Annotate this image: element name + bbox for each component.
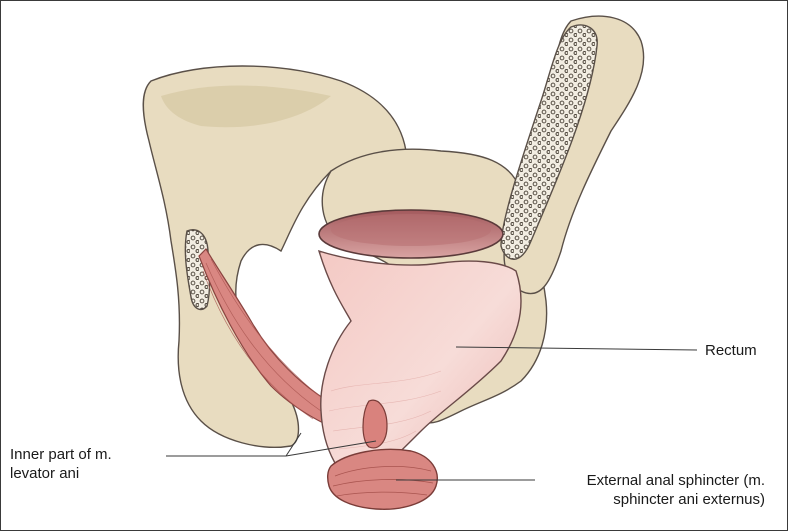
- levator-ani-label-line-2: levator ani: [10, 464, 180, 483]
- sphincter-label-line-2: sphincter ani externus): [515, 490, 765, 509]
- levator-ani-label-line-1: Inner part of m.: [10, 445, 180, 464]
- rectum-label: Rectum: [705, 341, 757, 360]
- rectum-body: [319, 251, 521, 486]
- external-anal-sphincter-label: External anal sphincter (m. sphincter an…: [515, 471, 765, 509]
- levator-ani-label: Inner part of m. levator ani: [10, 445, 180, 483]
- sphincter-label-line-1: External anal sphincter (m.: [515, 471, 765, 490]
